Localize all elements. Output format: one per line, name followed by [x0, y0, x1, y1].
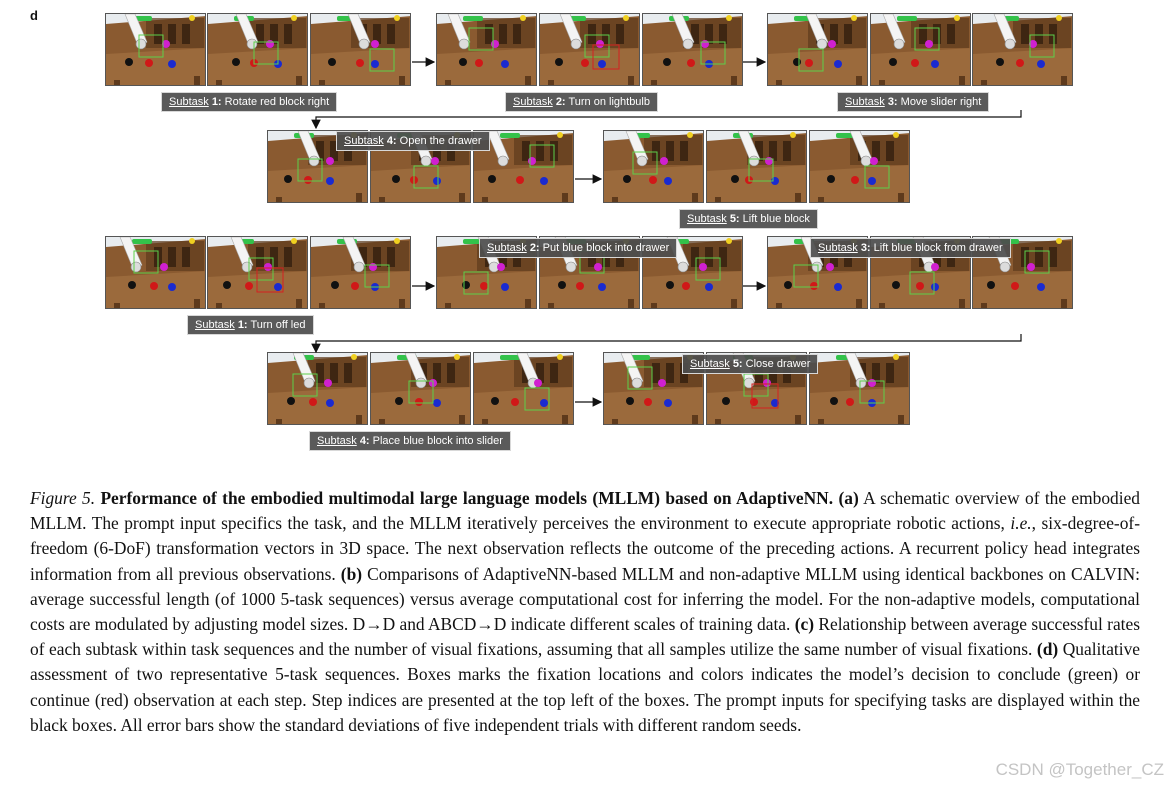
scene-thumbnail [809, 352, 910, 425]
scene-thumbnail [972, 236, 1073, 309]
scene-thumbnail [105, 236, 206, 309]
caption-c-label: (c) [794, 614, 815, 635]
scene-thumbnail [310, 236, 411, 309]
scene-thumbnail [642, 13, 743, 86]
caption-ie: i.e. [1010, 513, 1032, 534]
scene-thumbnail [267, 352, 368, 425]
scene-thumbnail [436, 13, 537, 86]
arrow [311, 110, 1022, 130]
scene-thumbnail [539, 13, 640, 86]
scene-thumbnail [473, 352, 574, 425]
sequence-arrows [311, 57, 1022, 407]
scene-thumbnail [767, 13, 868, 86]
scene-thumbnail [706, 130, 807, 203]
subtask-label-4: Subtask 4: Open the drawer [336, 131, 490, 151]
subtask-label-6: Subtask 1: Turn off led [187, 315, 314, 335]
subtask-label-7: Subtask 2: Put blue block into drawer [479, 238, 678, 258]
panel-letter: d [30, 8, 38, 23]
caption-d-text: Qualitative assessment of two representa… [30, 639, 1140, 735]
caption-a-text2: , six-degree-of-freedom (6-DoF) transfor… [30, 513, 1140, 584]
figure-label: Figure 5. [30, 488, 96, 508]
scene-thumbnail [370, 352, 471, 425]
scene-thumbnail [105, 13, 206, 86]
scene-thumbnail [809, 130, 910, 203]
caption-b-text: Comparisons of AdaptiveNN-based MLLM and… [30, 563, 1140, 635]
scene-thumbnail [207, 236, 308, 309]
subtask-label-9: Subtask 4: Place blue block into slider [309, 431, 511, 451]
subtask-label-5: Subtask 5: Lift blue block [679, 209, 818, 229]
subtask-label-2: Subtask 2: Turn on lightbulb [505, 92, 658, 112]
caption-a-text: A schematic overview of the embodied MLL… [30, 488, 1140, 534]
figure-caption: Figure 5. Performance of the embodied mu… [30, 486, 1140, 738]
scene-thumbnail [310, 13, 411, 86]
scene-thumbnail [473, 130, 574, 203]
scene-thumbnail [603, 130, 704, 203]
subtask-label-1: Subtask 1: Rotate red block right [161, 92, 338, 112]
subtask-label-3: Subtask 3: Move slider right [837, 92, 990, 112]
caption-title: Performance of the embodied multimodal l… [100, 488, 834, 508]
scene-thumbnail [603, 352, 704, 425]
caption-a-label: (a) [838, 488, 859, 508]
subtask-label-10: Subtask 5: Close drawer [682, 354, 819, 374]
subtask-label-8: Subtask 3: Lift blue block from drawer [810, 238, 1011, 258]
scene-thumbnail [207, 13, 308, 86]
scene-thumbnail [972, 13, 1073, 86]
caption-c-text: Relationship between average successful … [30, 614, 1140, 660]
caption-b-label: (b) [340, 563, 363, 584]
caption-d-label: (d) [1036, 639, 1059, 660]
watermark: CSDN @Together_CZ [995, 760, 1164, 779]
arrow [311, 334, 1022, 354]
scene-thumbnail [870, 13, 971, 86]
